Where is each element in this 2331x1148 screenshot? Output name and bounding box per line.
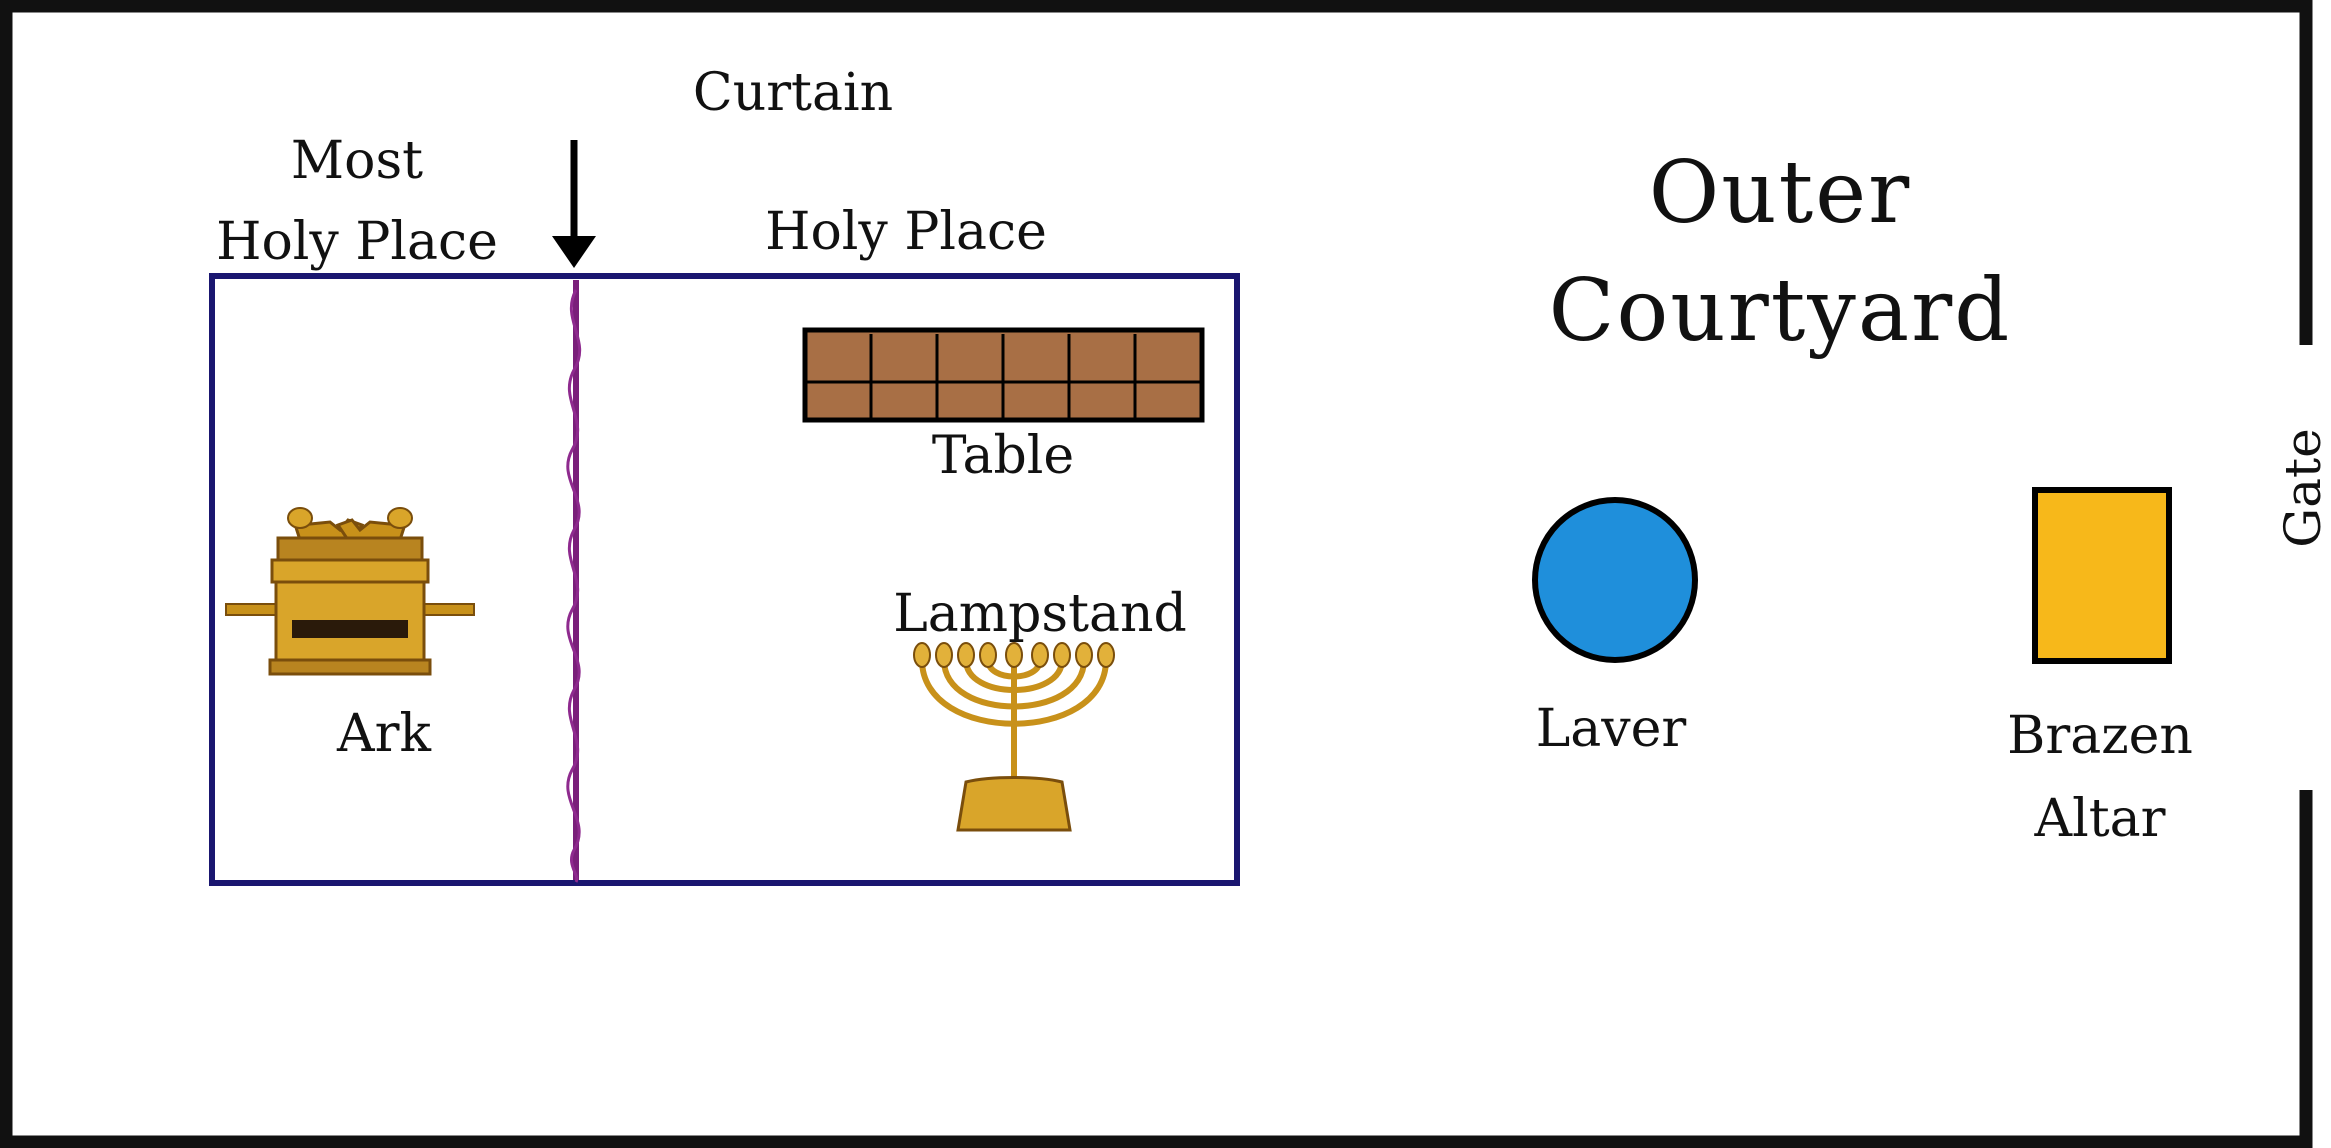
laver-label: Laver — [1535, 699, 1687, 759]
curtain-veil — [566, 280, 582, 883]
menorah-icon — [919, 657, 1109, 832]
laver-basin — [1532, 497, 1698, 663]
arrow-down-icon — [552, 140, 596, 268]
table-label: Table — [931, 426, 1075, 486]
lampstand-label: Lampstand — [893, 584, 1187, 644]
brazen-altar-label-line2: Altar — [2034, 789, 2166, 849]
tabernacle-outline — [209, 273, 1240, 886]
outer-courtyard-label-line1: Outer — [1648, 143, 1912, 243]
holy-place-label: Holy Place — [765, 202, 1047, 262]
gate-label: Gate — [2274, 428, 2331, 548]
curtain-label: Curtain — [692, 63, 894, 123]
most-holy-place-label-line2: Holy Place — [216, 212, 498, 272]
brazen-altar-label-line1: Brazen — [2007, 706, 2193, 766]
ark-label: Ark — [337, 704, 431, 764]
most-holy-place-label-line1: Most — [290, 131, 424, 191]
outer-courtyard-label-line2: Courtyard — [1548, 261, 2012, 361]
brazen-altar-shape — [2032, 487, 2172, 664]
ark-of-covenant-icon — [225, 507, 475, 676]
menorah-lamps — [913, 642, 1115, 668]
table-shape — [802, 327, 1205, 423]
